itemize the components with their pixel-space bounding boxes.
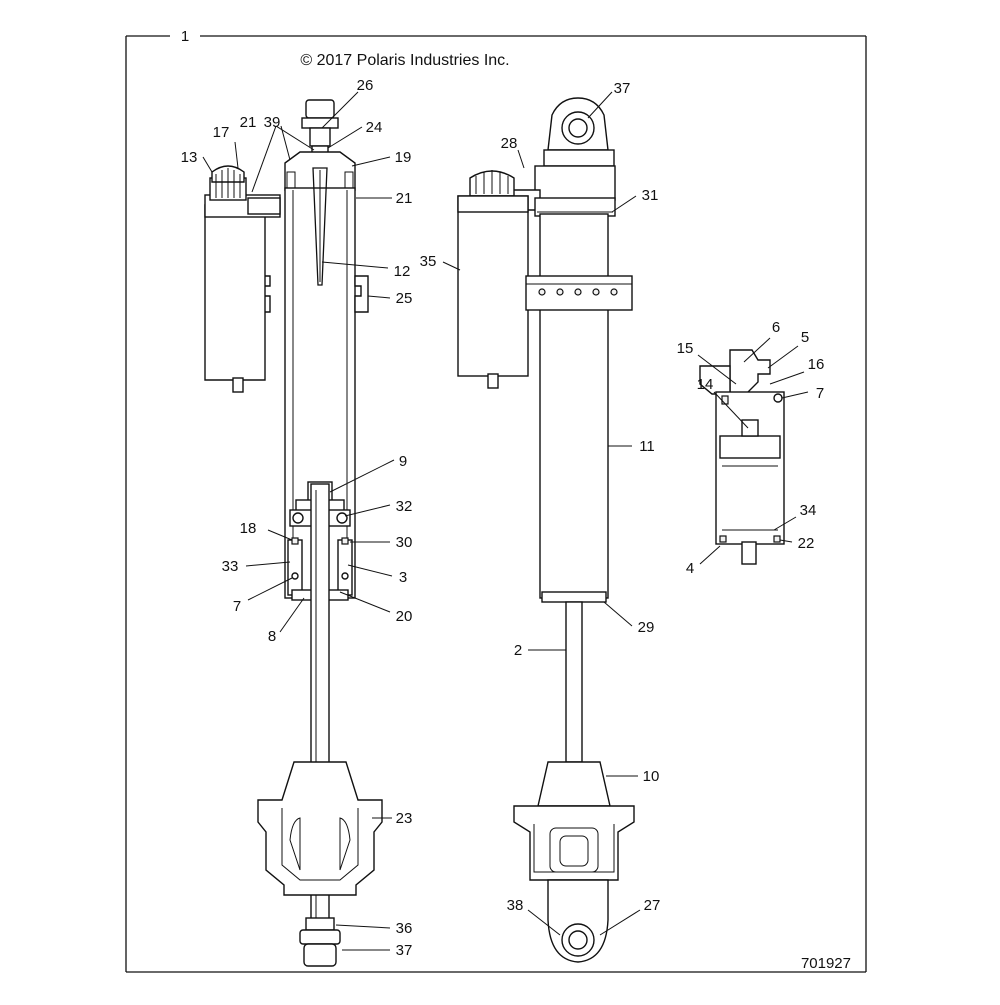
callout-30: 30	[396, 534, 413, 551]
callout-17: 17	[213, 124, 230, 141]
callout-7-left: 7	[233, 598, 241, 615]
callout-11: 11	[639, 438, 655, 455]
frame-callout: 1	[181, 28, 189, 45]
callout-31: 31	[642, 187, 659, 204]
left-shock-assembly	[204, 99, 383, 967]
callout-12: 12	[394, 263, 411, 280]
callout-9: 9	[399, 453, 407, 470]
callout-32: 32	[396, 498, 413, 515]
callout-14: 14	[697, 376, 714, 393]
callout-23: 23	[396, 810, 413, 827]
callout-20: 20	[396, 608, 413, 625]
callout-4: 4	[686, 560, 694, 577]
center-shock-assembly	[457, 97, 635, 963]
callout-10: 10	[643, 768, 660, 785]
callout-13: 13	[181, 149, 198, 166]
callout-37-top: 37	[614, 80, 631, 97]
callout-5: 5	[801, 329, 809, 346]
leader-lines	[202, 91, 809, 951]
callout-labels: 26 17 21 39 24 13 19 21 12 25 9 32 18 30…	[181, 77, 825, 959]
callout-7-right: 7	[816, 385, 824, 402]
callout-18: 18	[240, 520, 257, 537]
figure-number: 701927	[801, 955, 851, 972]
callout-25: 25	[396, 290, 413, 307]
callout-35: 35	[420, 253, 437, 270]
callout-37-bottom: 37	[396, 942, 413, 959]
callout-39: 39	[264, 114, 281, 131]
callout-34: 34	[800, 502, 817, 519]
callout-3: 3	[399, 569, 407, 586]
callout-29: 29	[638, 619, 655, 636]
diagram-frame	[125, 35, 867, 973]
callout-15: 15	[677, 340, 694, 357]
callout-28: 28	[501, 135, 518, 152]
callout-16: 16	[808, 356, 825, 373]
copyright-text: © 2017 Polaris Industries Inc.	[300, 52, 509, 69]
callout-33: 33	[222, 558, 239, 575]
callout-21-upper: 21	[240, 114, 257, 131]
callout-26: 26	[357, 77, 374, 94]
callout-21-lower: 21	[396, 190, 413, 207]
callout-2: 2	[514, 642, 522, 659]
callout-19: 19	[395, 149, 412, 166]
callout-38: 38	[507, 897, 524, 914]
reservoir-detail	[699, 349, 785, 565]
callout-8: 8	[268, 628, 276, 645]
callout-24: 24	[366, 119, 383, 136]
callout-27: 27	[644, 897, 661, 914]
callout-22: 22	[798, 535, 815, 552]
callout-36: 36	[396, 920, 413, 937]
callout-6: 6	[772, 319, 780, 336]
